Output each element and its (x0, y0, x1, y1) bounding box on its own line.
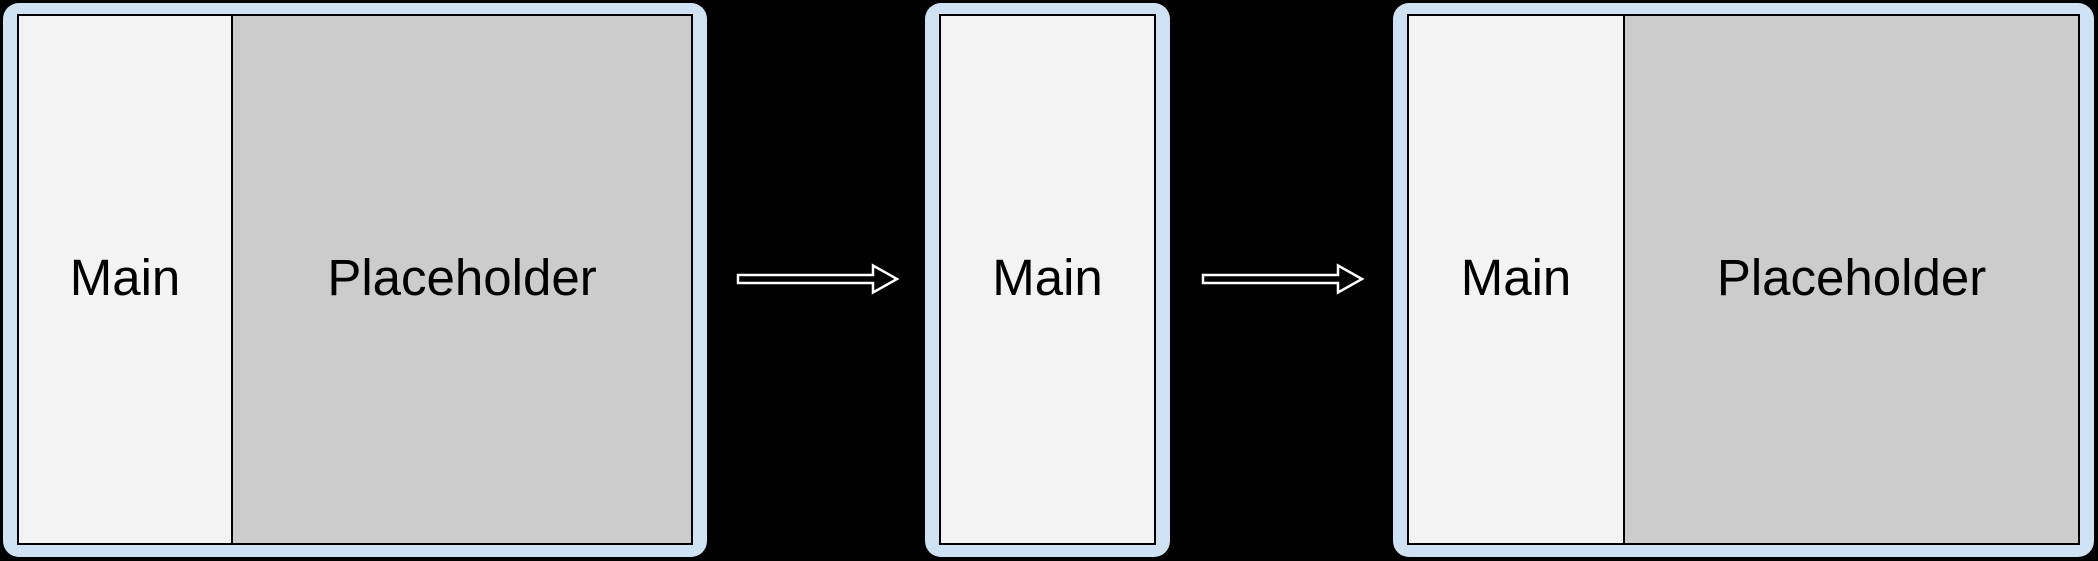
placeholder-pane: Placeholder (1623, 16, 2078, 543)
main-pane: Main (1409, 16, 1623, 543)
panel-two-pane-before-content: Main Placeholder (17, 14, 693, 545)
placeholder-pane: Placeholder (231, 16, 691, 543)
placeholder-pane-label: Placeholder (327, 249, 597, 306)
panel-two-pane-after-content: Main Placeholder (1407, 14, 2080, 545)
main-pane-label: Main (1460, 249, 1572, 306)
panel-two-pane-before: Main Placeholder (3, 3, 707, 557)
main-pane: Main (19, 16, 231, 543)
panel-two-pane-after: Main Placeholder (1393, 3, 2094, 557)
panel-single-pane-content: Main (939, 14, 1156, 545)
placeholder-pane-label: Placeholder (1716, 249, 1987, 306)
main-pane: Main (941, 16, 1154, 543)
main-pane-label: Main (992, 249, 1103, 306)
arrow-right-icon (736, 263, 900, 295)
main-pane-label: Main (69, 249, 181, 306)
arrow-right-icon (1201, 263, 1365, 295)
panel-single-pane: Main (925, 3, 1170, 557)
